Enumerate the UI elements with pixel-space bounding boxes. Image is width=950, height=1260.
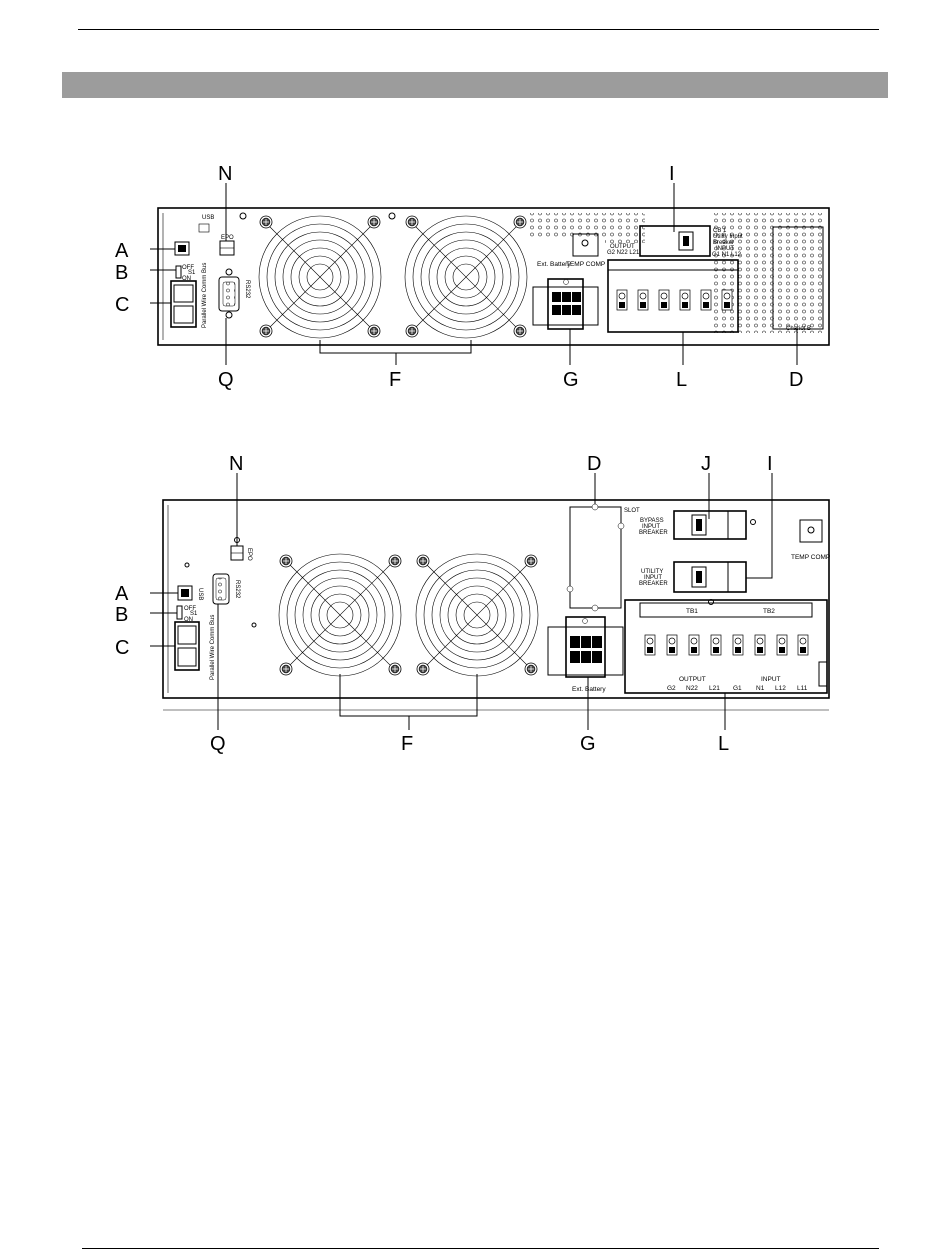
bypass-label: BYPASS [640, 518, 664, 524]
callout-g-battery: G [563, 369, 579, 391]
ext-battery-connector[interactable] [547, 626, 624, 676]
utility-breaker-label: BREAKER [639, 581, 668, 587]
cb1-utility-label: Utility Input [713, 234, 743, 240]
callout-q-rs232: Q [218, 369, 234, 391]
callout-b-switch: B [115, 604, 128, 626]
callout-d-slot: D [789, 369, 803, 391]
callout-l-terminals: L [676, 369, 687, 391]
callout-l-terminals: L [718, 733, 729, 755]
terminal-l21-label: L21 [709, 685, 720, 692]
switch-off-label: OFF [184, 606, 196, 612]
switch-s1-label: S1 [190, 611, 198, 617]
dip-switch[interactable] [175, 265, 182, 279]
callout-f-fans: F [401, 733, 413, 755]
callout-g-battery: G [580, 733, 596, 755]
bypass-input-breaker[interactable] [673, 510, 747, 540]
switch-s1-label: S1 [188, 270, 196, 276]
terminal-n22-label: N22 [686, 685, 698, 692]
bypass-input-label: INPUT [642, 524, 660, 530]
callout-c-comm: C [115, 637, 129, 659]
ext-battery-label: Ext. Battery [537, 261, 571, 268]
usb-label: USB [197, 588, 203, 600]
input-label: INPUT [716, 246, 734, 252]
callout-i-utility: I [767, 453, 773, 475]
terminal-l12-label: L12 [775, 685, 786, 692]
callout-n-epo: N [218, 163, 232, 185]
usb-label: USB [202, 215, 214, 221]
epo-label: EPO [246, 548, 252, 561]
io-terminal-block[interactable] [607, 259, 739, 333]
ext-battery-label: Ext. Battery [572, 686, 606, 693]
chariot-label: Chariot B [786, 326, 811, 332]
tb2-label: TB2 [763, 608, 775, 615]
ext-battery-connector[interactable] [532, 286, 599, 326]
switch-on-label: ON [184, 617, 193, 623]
callout-b-switch: B [115, 262, 128, 284]
bottom-rear-panel: USB OFF S1 ON Parallel Wire Comm Bus EPO… [115, 453, 830, 755]
utility-input-label: INPUT [644, 575, 662, 581]
rs232-port[interactable] [212, 573, 230, 605]
callout-n-epo: N [229, 453, 243, 475]
terminal-n1-label: N1 [756, 685, 765, 692]
bypass-breaker-label: BREAKER [639, 530, 668, 536]
parallel-bus-label: Parallel Wire Comm Bus [210, 615, 216, 680]
callout-q-rs232: Q [210, 733, 226, 755]
cb1-label: CB 1 [713, 228, 727, 234]
dip-switch[interactable] [176, 605, 183, 620]
rs232-label: RS232 [244, 280, 250, 299]
header-rule [78, 29, 879, 30]
switch-on-label: ON [182, 276, 191, 282]
slot-label: SLOT [624, 508, 640, 514]
callout-c-comm: C [115, 294, 129, 316]
callout-j-bypass: J [701, 453, 711, 475]
callout-a-usb: A [115, 583, 129, 605]
io-terminal-block[interactable] [624, 599, 828, 694]
terminal-g2-label: G2 [667, 685, 676, 692]
terminal-g1-label: G1 [733, 685, 742, 692]
footer-rule [82, 1248, 879, 1249]
bottom-chassis-outline [162, 499, 830, 699]
callout-f-fans: F [389, 369, 401, 391]
temp-comp-port[interactable] [572, 233, 599, 257]
input-label: INPUT [761, 676, 781, 683]
parallel-comm-ports[interactable] [170, 280, 197, 328]
output-terminals-label: G2 N22 L21 [607, 250, 640, 256]
section-title-bar [62, 72, 888, 98]
cooling-fan [258, 215, 382, 339]
cb1-breaker-label: Breaker [713, 240, 734, 246]
temp-comp-label: TEMP COMP [566, 261, 605, 268]
output-label: OUTPUT [610, 244, 635, 250]
cooling-fan [404, 215, 528, 339]
parallel-comm-ports[interactable] [174, 621, 200, 671]
callout-a-usb: A [115, 240, 129, 262]
utility-label: UTILITY [641, 569, 663, 575]
epo-label: EPO [221, 235, 234, 241]
top-chassis-outline [157, 207, 830, 346]
temp-comp-label: TEMP COMP [791, 554, 830, 561]
cooling-fan [278, 553, 402, 677]
rs232-port[interactable] [218, 276, 240, 312]
utility-input-breaker[interactable] [673, 561, 747, 593]
option-slot[interactable] [569, 506, 622, 609]
switch-off-label: OFF [182, 265, 194, 271]
input-terminals-label: G1 N1 L12 [712, 252, 742, 258]
temp-comp-port[interactable] [799, 519, 823, 543]
callout-i-breaker: I [669, 163, 675, 185]
output-label: OUTPUT [679, 676, 706, 683]
terminal-l11-label: L11 [797, 685, 808, 692]
top-rear-panel: USB OFF S1 ON Parallel Wire Comm Bus EPO… [115, 163, 830, 391]
callout-d-slot: D [587, 453, 601, 475]
rs232-label: RS232 [234, 580, 240, 599]
option-slot[interactable] [772, 226, 824, 330]
tb1-label: TB1 [686, 608, 698, 615]
cooling-fan [415, 553, 539, 677]
utility-input-breaker[interactable] [639, 225, 711, 257]
parallel-bus-label: Parallel Wire Comm Bus [202, 263, 208, 328]
